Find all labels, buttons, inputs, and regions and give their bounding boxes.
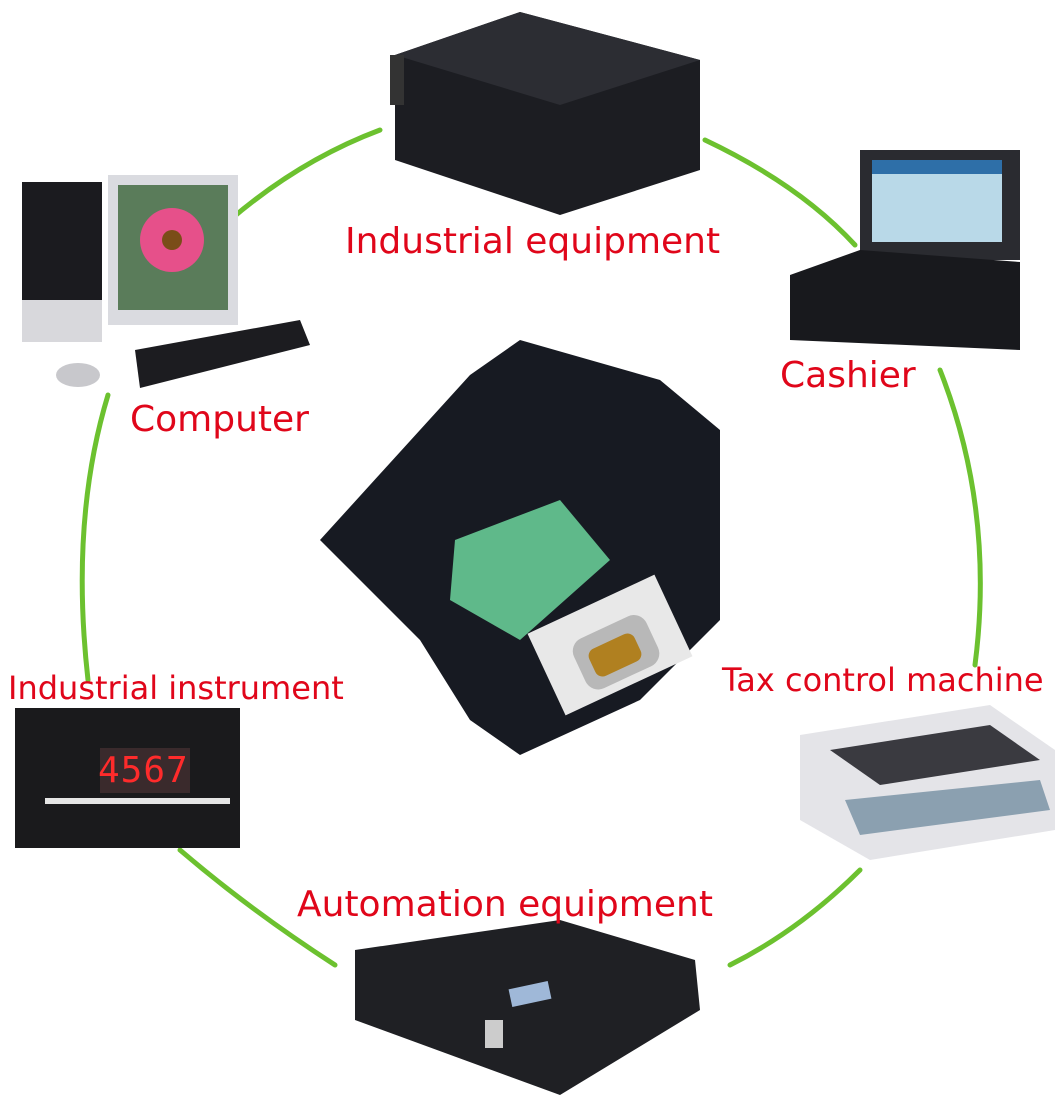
ring-arc (937, 367, 983, 668)
label-computer: Computer (130, 399, 309, 440)
ring-arc (702, 137, 858, 248)
meter-display-readout: 4567 (98, 750, 189, 791)
ring-arc (79, 392, 111, 683)
label-cashier: Cashier (780, 355, 916, 396)
fanless-industrial-pc-image (355, 920, 700, 1095)
panel-meter-image (15, 708, 240, 848)
label-automation-equipment: Automation equipment (297, 884, 713, 925)
label-industrial-equipment: Industrial equipment (345, 221, 721, 262)
ring-arc (227, 127, 383, 223)
rack-server-image (390, 12, 700, 215)
dot-matrix-printer-image (800, 705, 1055, 860)
label-industrial-instrument: Industrial instrument (8, 669, 344, 707)
ring-arc (177, 847, 338, 968)
rugged-laptop-image (790, 150, 1020, 350)
label-tax-control-machine: Tax control machine (722, 661, 1044, 699)
ring-arc (727, 867, 863, 968)
desktop-computer-image (22, 175, 310, 388)
db9-terminal-connector-image (320, 340, 720, 755)
